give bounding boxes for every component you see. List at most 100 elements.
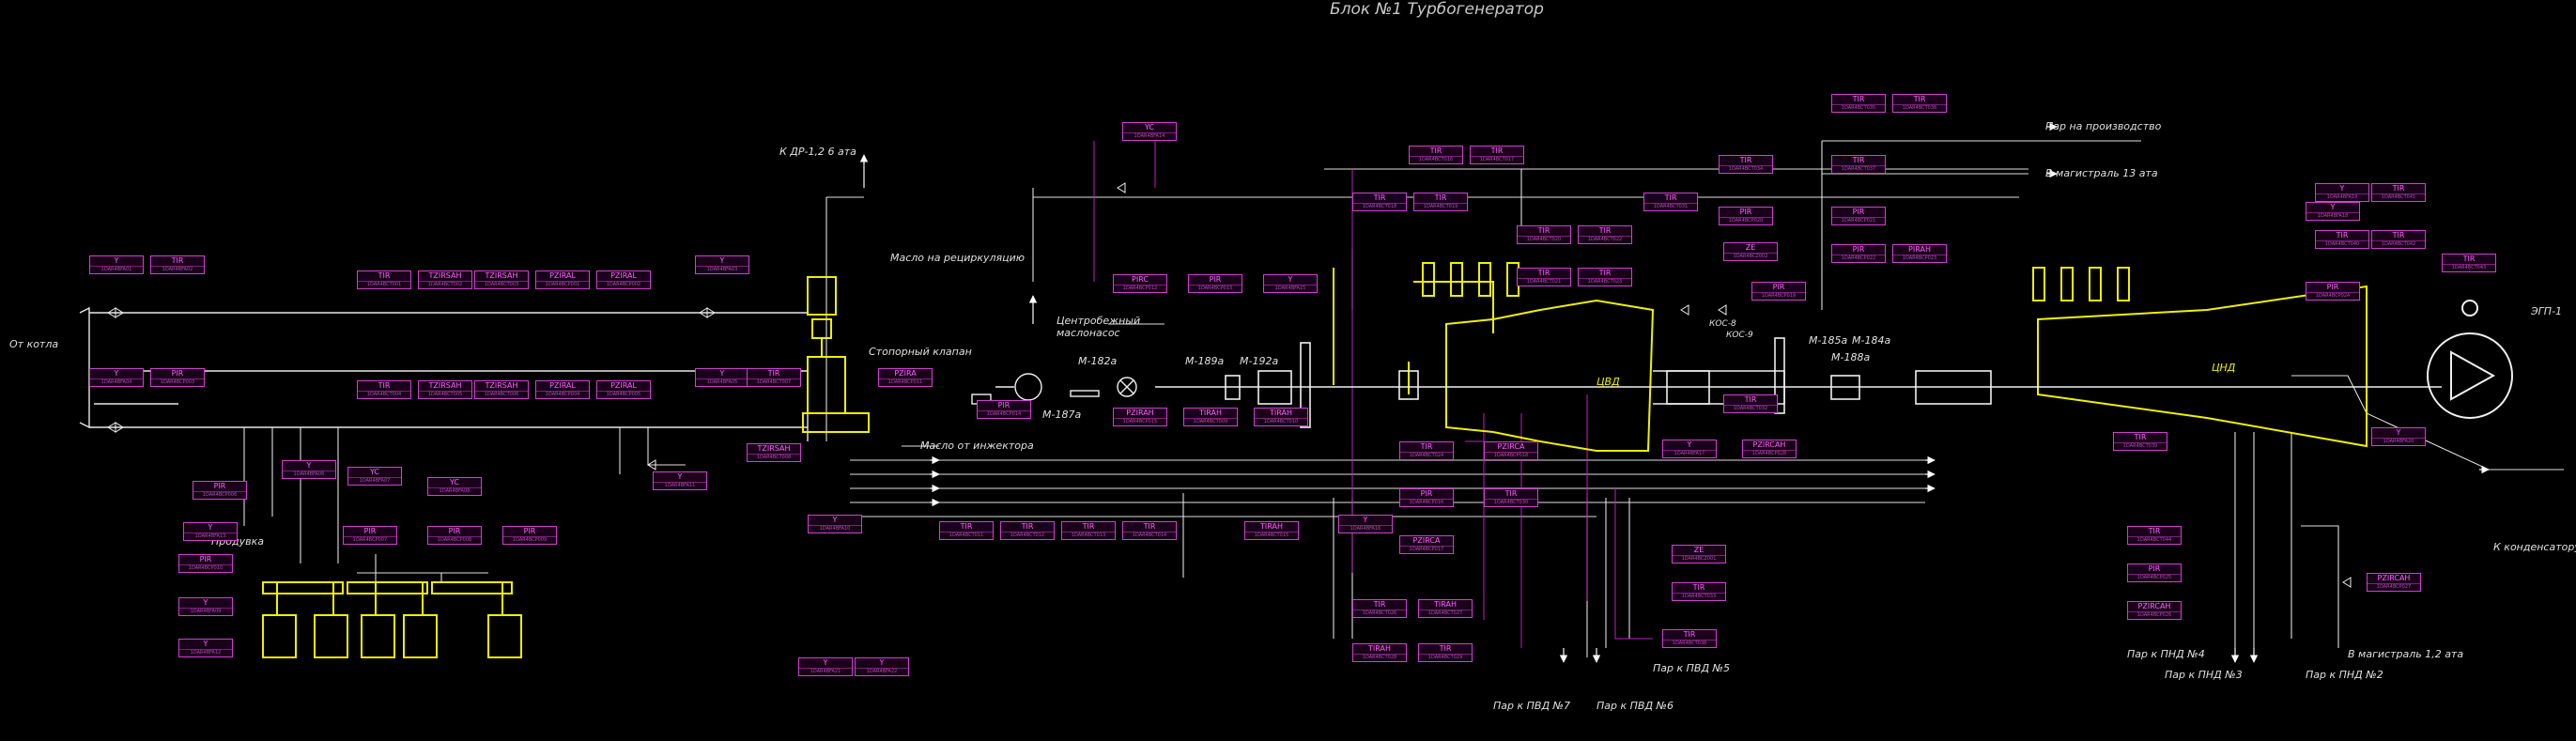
instrument-tag-id: 1DAR4BCT040 — [2316, 240, 2368, 248]
label-lpsh-4: Пар к ПНД №4 — [2127, 648, 2205, 660]
instrument-tag-id: 1DAR4BCP010 — [179, 564, 232, 572]
shaft — [1155, 337, 2442, 428]
stop-valve — [802, 276, 870, 433]
instrument-tag-code: Y — [719, 256, 725, 265]
instrument-tag-id: 1DAR4BFA07 — [348, 477, 401, 485]
instrument-tag-code: TIR — [1852, 95, 1865, 103]
instrument-tag-code: PIR — [213, 482, 226, 490]
instrument-tag-code: PZIRAL — [549, 271, 576, 280]
instrument-tag-code: TIRAH — [1434, 600, 1457, 609]
instrument-tag-id: 1DAR4BCT006 — [475, 391, 528, 398]
instrument-tag-id: 1DAR4BCT012 — [1001, 532, 1054, 539]
instrument-tag-code: TIR — [378, 271, 391, 280]
instrument-tag-code: TIR — [1598, 269, 1612, 277]
instrument-tag-code: TIR — [960, 522, 973, 531]
label-m182: М-182а — [1078, 355, 1118, 367]
instrument-tag-id: 1DAR4BCT001 — [358, 281, 410, 288]
instrument-tag-id: 1DAR4BCP005 — [597, 391, 650, 398]
instrument-tag-code: PIR — [997, 401, 1010, 409]
instrument-tag-code: PIRAH — [1908, 245, 1931, 254]
instrument-tag-code: TIR — [1429, 147, 1442, 155]
instrument-tag-code: Y — [114, 256, 119, 265]
instrument-tag-code: TIR — [1913, 95, 1926, 103]
instrument-tag-code: TZIRSAH — [428, 381, 462, 390]
label-hpsh-7: Пар к ПВД №7 — [1493, 700, 1570, 712]
instrument-tag-code: Y — [1288, 275, 1293, 284]
instrument-tag-id: 1DAR4BCT037 — [1832, 165, 1885, 173]
instrument-tag-id: 1DAR4BCT029 — [1419, 654, 1472, 661]
instrument-tag-id: 1DAR4BCP004 — [536, 391, 589, 398]
instrument-tag-id: 1DAR4BCT027 — [1419, 610, 1472, 617]
instrument-tag-id: 1DAR4BCP011 — [879, 378, 932, 386]
instrument-tag-id: 1DAR4BFA21 — [799, 668, 852, 675]
instrument-tag-id: 1DAR4BCT023 — [1579, 278, 1631, 286]
instrument-tag-id: 1DAR4BCP025 — [2128, 574, 2181, 581]
instrument-tag-id: 1DAR4BCP019 — [1752, 292, 1805, 300]
instrument-tag-id: 1DAR4BCP024 — [2306, 292, 2359, 300]
page-title: Блок №1 Турбогенератор — [1330, 0, 1544, 19]
label-generator: ЭГП-1 — [2531, 305, 2563, 317]
instrument-tag-code: PZIRA — [894, 369, 917, 378]
instrument-tag-code: Y — [1687, 440, 1692, 449]
instrument-tag-id: 1DAR4BCT044 — [2128, 536, 2181, 544]
instrument-tag-code: TIR — [1683, 630, 1696, 639]
instrument-tag-code: Y — [719, 369, 725, 378]
label-m192: М-192а — [1240, 355, 1279, 367]
instrument-tag-code: TIR — [1373, 600, 1386, 609]
instrument-tag-code: TZIRSAH — [757, 444, 791, 453]
instrument-tag-code: TIR — [2392, 184, 2405, 193]
instrument-tag-code: TIRAH — [1270, 409, 1292, 417]
instrument-tag-id: 1DAR4BCT035 — [1832, 104, 1885, 112]
label-oil-pump: Центробежный маслонасос — [1057, 315, 1141, 339]
instrument-tag-id: 1DAR4BFA03 — [696, 266, 748, 273]
instrument-tag-id: 1DAR4BFA19 — [2316, 193, 2368, 201]
instrument-tag-id: 1DAR4BCT014 — [1123, 532, 1176, 539]
instrument-tag-code: ZE — [1693, 546, 1704, 554]
instrument-tag-code: TIR — [171, 256, 184, 265]
label-k-dr: К ДР-1,2 6 ата — [779, 146, 856, 158]
instrument-tag-id: 1DAR4BCT004 — [358, 391, 410, 398]
instrument-tag-id: 1DAR4BFA13 — [184, 533, 237, 540]
instrument-tag-code: TIR — [2392, 231, 2405, 239]
instrument-tag-id: 1DAR4BFA17 — [1663, 450, 1716, 457]
instrument-tag-id: 1DAR4BCT030 — [1485, 499, 1537, 506]
instrument-tag-id: 1DAR4BCP003 — [151, 378, 204, 386]
drain-tanks — [262, 581, 522, 658]
instrument-tag-code: PZIRAL — [610, 271, 637, 280]
instrument-tag-id: 1DAR4BCT015 — [1245, 532, 1298, 539]
instrument-tag-code: PZIRAH — [1126, 409, 1154, 417]
instrument-tag-code: PIR — [448, 527, 461, 535]
instrument-tag-id: 1DAR4BCT041 — [2372, 193, 2425, 201]
